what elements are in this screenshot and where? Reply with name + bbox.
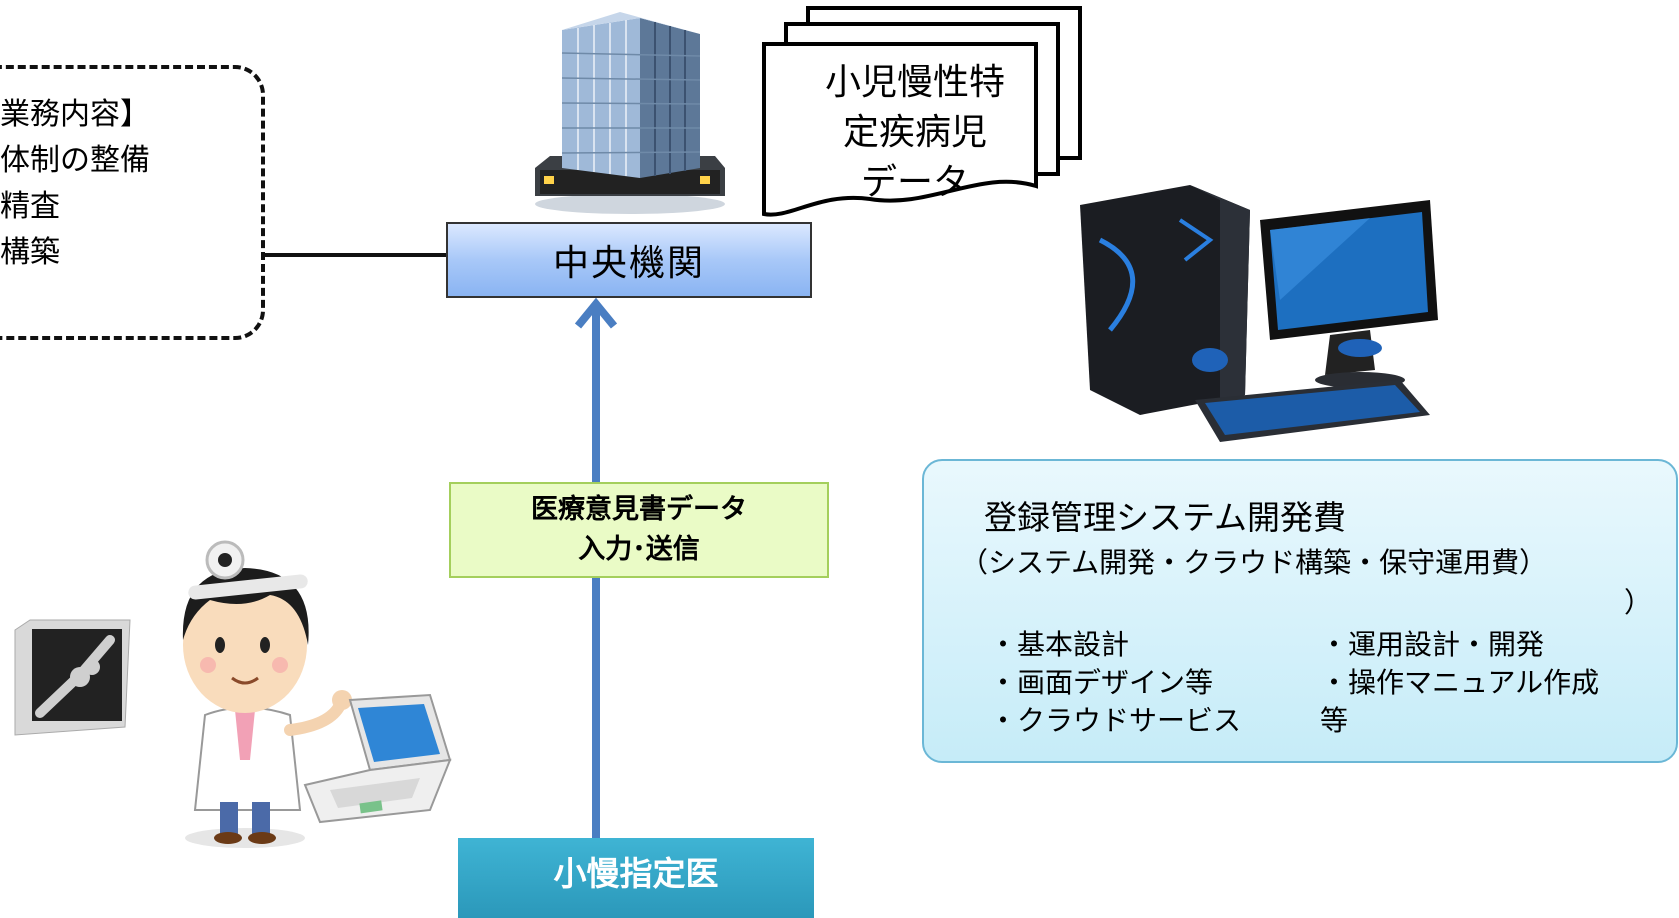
callout-line-4: 構築 bbox=[0, 235, 60, 270]
cost-item-left-1: ・基本設計 bbox=[989, 628, 1130, 661]
cost-subtitle: （システム開発・クラウド構築・保守運用費） bbox=[960, 546, 1548, 579]
callout-line-2: 体制の整備 bbox=[0, 143, 150, 178]
document-label: 小児慢性特 定疾病児 データ bbox=[790, 58, 1040, 208]
cost-info-box: 登録管理システム開発費 （システム開発・クラウド構築・保守運用費） ） ・基本設… bbox=[922, 459, 1678, 763]
callout-line-3: 精査 bbox=[0, 189, 60, 224]
central-agency-box: 中央機関 bbox=[446, 222, 812, 298]
document-line-1: 小児慢性特 bbox=[824, 62, 1005, 103]
document-stack-icon bbox=[762, 6, 1082, 217]
desktop-computer-icon bbox=[1080, 185, 1438, 442]
laptop-icon bbox=[303, 693, 452, 824]
callout-line-1: 業務内容】 bbox=[0, 97, 150, 132]
cost-title: 登録管理システム開発費 bbox=[984, 498, 1347, 537]
task-callout-border bbox=[0, 65, 265, 340]
cost-item-right-3: 等 bbox=[1320, 704, 1349, 737]
cost-item-right-2: ・操作マニュアル作成 bbox=[1320, 666, 1600, 699]
data-transfer-line-1: 医療意見書データ bbox=[531, 494, 747, 525]
task-callout-text: 業務内容】 体制の整備 精査 構築 bbox=[0, 92, 150, 276]
document-line-2: 定疾病児 bbox=[842, 112, 987, 153]
xray-film-icon bbox=[14, 619, 131, 736]
cost-item-left-3: ・クラウドサービス bbox=[989, 704, 1242, 737]
cost-closing-paren: ） bbox=[1624, 586, 1653, 619]
document-line-3: データ bbox=[860, 162, 969, 203]
callout-connector-line bbox=[265, 253, 447, 257]
data-transfer-line-2: 入力･送信 bbox=[578, 534, 700, 565]
arrow-up-icon bbox=[574, 298, 618, 329]
central-agency-label: 中央機関 bbox=[552, 243, 705, 284]
designated-doctor-label: 小慢指定医 bbox=[553, 854, 719, 893]
office-building-icon bbox=[535, 12, 725, 214]
designated-doctor-box: 小慢指定医 bbox=[458, 838, 814, 918]
data-transfer-box: 医療意見書データ 入力･送信 bbox=[449, 482, 829, 578]
cost-item-right-1: ・運用設計・開発 bbox=[1320, 628, 1545, 661]
cost-item-left-2: ・画面デザイン等 bbox=[989, 666, 1214, 699]
doctor-illustration bbox=[182, 540, 352, 848]
